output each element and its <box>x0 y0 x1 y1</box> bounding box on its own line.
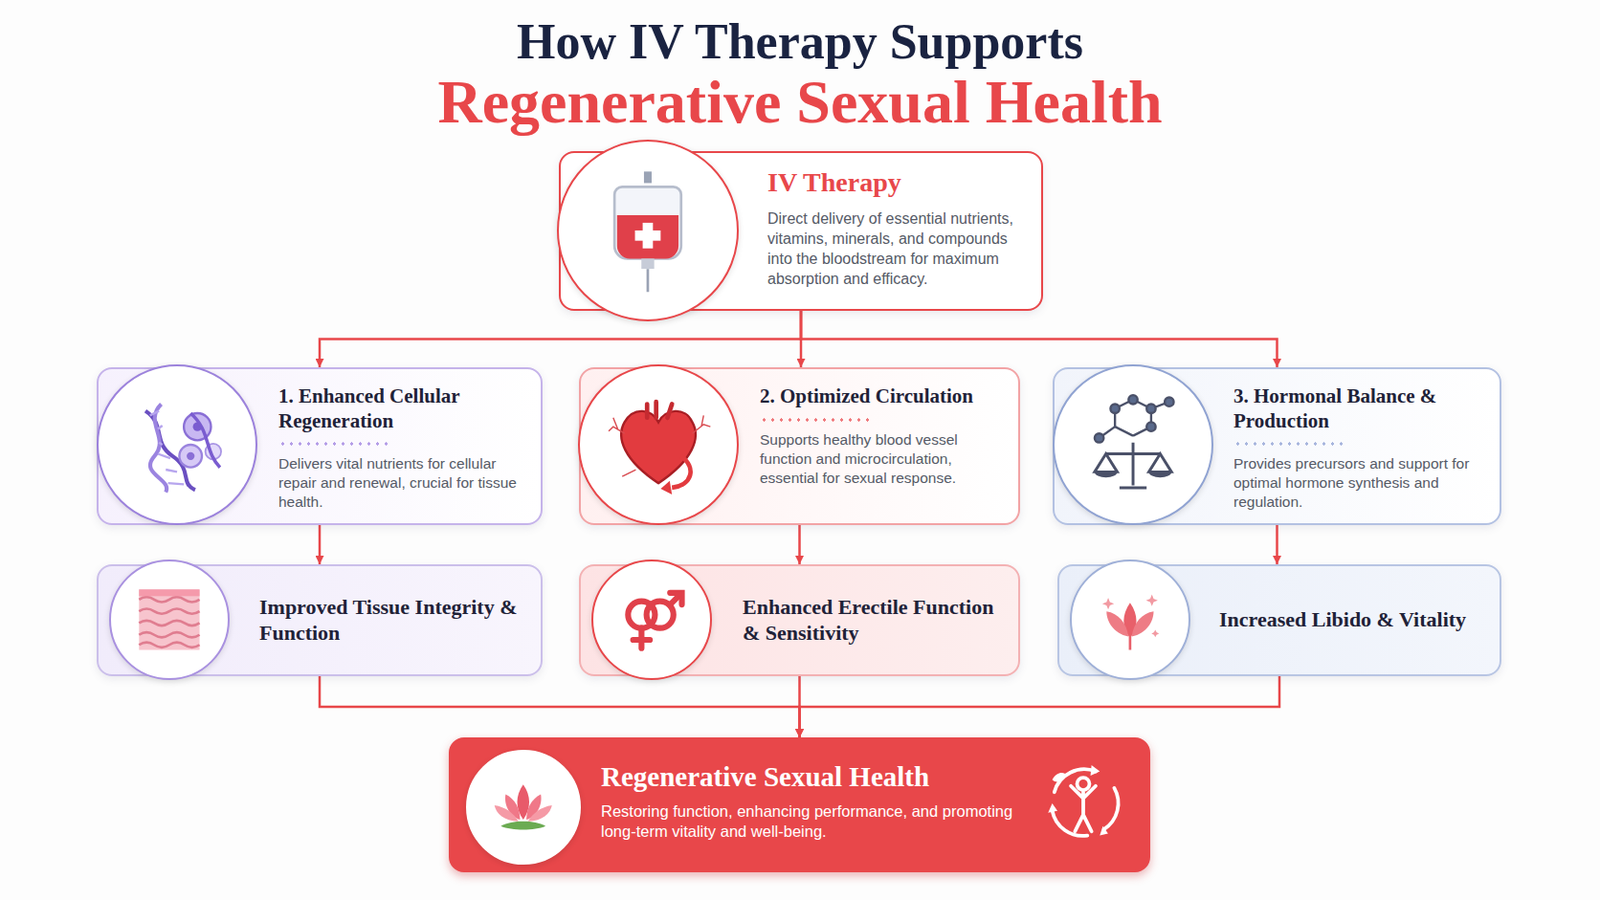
icon <box>127 577 212 663</box>
result-box: Regenerative Sexual HealthRestoring func… <box>448 737 1151 873</box>
icon <box>1076 388 1190 502</box>
process-box: IV TherapyDirect delivery of essential n… <box>558 151 1044 312</box>
icon-circle <box>556 139 739 322</box>
connector-arrow <box>318 525 322 565</box>
connector-arrow <box>319 311 801 368</box>
dot-rule <box>1233 442 1349 446</box>
node-heading: 2. Optimized Circulation <box>759 384 1009 410</box>
title-line: How IV Therapy Supports <box>0 13 1600 70</box>
icon-circle <box>1052 364 1214 526</box>
process-box: Increased Libido & Vitality <box>1057 564 1502 677</box>
icon-circle <box>1069 559 1191 681</box>
node-heading: Enhanced Erectile Function & Sensitivity <box>742 595 1011 647</box>
node-body: Supports healthy blood vessel function a… <box>759 430 1009 489</box>
node-body: Restoring function, enhancing performanc… <box>600 801 1023 843</box>
text-block: 3. Hormonal Balance & ProductionProvides… <box>1233 384 1490 512</box>
icon-circle <box>96 364 258 526</box>
connector-arrow <box>798 525 801 565</box>
text-block: IV TherapyDirect delivery of essential n… <box>767 166 1030 289</box>
cycle-icon <box>1031 751 1135 855</box>
text-block: 1. Enhanced Cellular RegenerationDeliver… <box>278 384 530 512</box>
icon <box>1031 751 1135 855</box>
process-box: 3. Hormonal Balance & ProductionProvides… <box>1052 367 1502 526</box>
node-heading: Regenerative Sexual Health <box>600 760 1023 795</box>
text-block: Increased Libido & Vitality <box>1219 607 1491 634</box>
icon <box>120 388 234 502</box>
process-box: 1. Enhanced Cellular RegenerationDeliver… <box>96 367 543 526</box>
icon-circle <box>591 559 712 681</box>
process-box: 2. Optimized CirculationSupports healthy… <box>578 367 1021 526</box>
node-body: Provides precursors and support for opti… <box>1233 454 1490 512</box>
title-highlight: Regenerative Sexual Health <box>0 66 1600 138</box>
process-box: Enhanced Erectile Function & Sensitivity <box>578 564 1021 677</box>
icon-circle <box>466 750 581 866</box>
process-box: Improved Tissue Integrity & Function <box>96 564 543 677</box>
icon-circle <box>109 559 230 681</box>
spacer <box>767 199 1030 209</box>
node-heading: IV Therapy <box>767 166 1030 200</box>
node-heading: Increased Libido & Vitality <box>1219 607 1491 634</box>
dot-rule <box>759 418 875 423</box>
icon <box>601 388 715 502</box>
icon <box>609 577 694 663</box>
text-block: Improved Tissue Integrity & Function <box>259 595 532 647</box>
icon-circle <box>577 364 739 526</box>
text-block: Enhanced Erectile Function & Sensitivity <box>742 595 1011 647</box>
icon <box>1088 577 1173 663</box>
connector-arrow <box>319 676 800 738</box>
node-body: Direct delivery of essential nutrients, … <box>767 208 1030 289</box>
icon <box>483 767 564 848</box>
dot-rule <box>278 442 394 446</box>
text-block: 2. Optimized CirculationSupports healthy… <box>759 384 1009 489</box>
text-block: Regenerative Sexual HealthRestoring func… <box>600 760 1023 843</box>
spacer <box>600 794 1023 802</box>
node-body: Delivers vital nutrients for cellular re… <box>278 454 530 512</box>
node-heading: 3. Hormonal Balance & Production <box>1233 384 1490 434</box>
node-heading: 1. Enhanced Cellular Regeneration <box>278 384 530 434</box>
icon <box>583 166 712 295</box>
node-heading: Improved Tissue Integrity & Function <box>259 595 532 647</box>
connector-arrow <box>1275 525 1279 565</box>
connector-arrow <box>800 676 1281 738</box>
connector-arrow <box>800 311 1278 368</box>
